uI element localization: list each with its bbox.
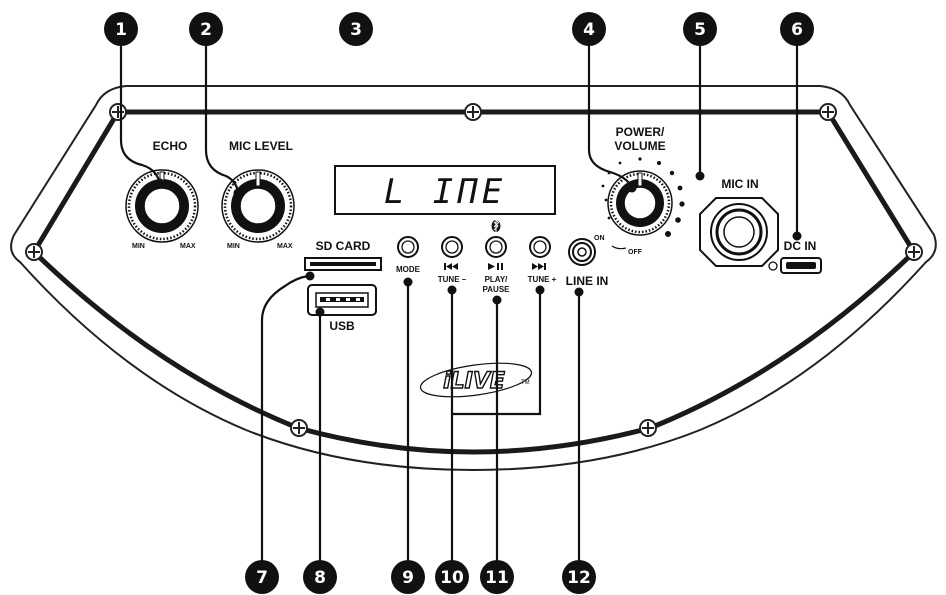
echo-min-label: MIN — [132, 243, 145, 250]
screw-icon — [109, 103, 127, 121]
callout-badge-5: 5 — [683, 12, 717, 46]
panel-outer-outline — [10, 85, 937, 472]
dc-in-label: DC IN — [784, 239, 817, 253]
prev-tune-minus-button[interactable] — [441, 236, 463, 258]
tune-plus-label: TUNE + — [528, 275, 557, 284]
off-arrow-icon — [611, 245, 627, 250]
power-volume-label-line1: POWER/ — [616, 125, 665, 139]
callout-badge-4: 4 — [572, 12, 606, 46]
callout-badge-2: 2 — [189, 12, 223, 46]
screws — [25, 103, 923, 437]
svg-text:2: 2 — [200, 20, 212, 40]
svg-text:9: 9 — [402, 568, 414, 588]
dc-in-port[interactable] — [780, 257, 822, 274]
bluetooth-icon — [491, 219, 501, 232]
leader-line-1 — [119, 45, 162, 186]
svg-text:12: 12 — [567, 568, 591, 588]
dc-led-indicator — [768, 261, 778, 271]
power-volume-label-line2: VOLUME — [614, 139, 665, 153]
screw-icon — [639, 419, 657, 437]
screw-icon — [464, 103, 482, 121]
callout-badge-12: 12 — [562, 560, 596, 594]
callout-badge-3: 3 — [339, 12, 373, 46]
leader-line-4 — [587, 45, 634, 191]
off-label: OFF — [628, 249, 643, 256]
svg-text:1: 1 — [115, 20, 127, 40]
callout-badge-7: 7 — [245, 560, 279, 594]
power-volume-knob[interactable] — [607, 170, 673, 236]
screw-icon — [290, 419, 308, 437]
play-pause-label-line1: PLAY/ — [485, 275, 509, 284]
on-label: ON — [594, 235, 605, 242]
lcd-display: L IΠE — [334, 165, 556, 215]
leader-line-2 — [204, 45, 240, 196]
mic-level-label: MIC LEVEL — [229, 139, 293, 153]
svg-text:4: 4 — [583, 20, 595, 40]
svg-text:8: 8 — [314, 568, 326, 588]
mic-level-knob[interactable] — [221, 169, 295, 243]
mic-level-min-label: MIN — [227, 243, 240, 250]
line-in-jack[interactable] — [568, 238, 596, 266]
svg-text:11: 11 — [485, 568, 509, 588]
play-pause-button[interactable] — [485, 236, 507, 258]
brand-logo: iLIVE TM — [419, 362, 533, 398]
leader-dots — [155, 171, 802, 317]
sd-card-label: SD CARD — [316, 239, 371, 253]
svg-text:7: 7 — [256, 568, 268, 588]
svg-text:3: 3 — [350, 20, 362, 40]
callout-badge-1: 1 — [104, 12, 138, 46]
sd-card-slot[interactable] — [304, 257, 382, 271]
leader-line-7 — [260, 274, 309, 568]
svg-text:5: 5 — [694, 20, 706, 40]
usb-label: USB — [329, 319, 355, 333]
line-in-label: LINE IN — [566, 274, 609, 288]
callout-badge-6: 6 — [780, 12, 814, 46]
echo-label: ECHO — [153, 139, 188, 153]
display-text: L IΠE — [384, 172, 506, 212]
screw-icon — [25, 243, 43, 261]
play-pause-icon — [488, 263, 503, 270]
callout-badge-11: 11 — [480, 560, 514, 594]
volume-scale-dots — [601, 157, 685, 237]
svg-text:6: 6 — [791, 20, 803, 40]
tune-minus-label: TUNE – — [438, 275, 467, 284]
callout-badges: 1 2 3 4 5 6 7 8 9 10 11 12 — [104, 12, 814, 594]
trademark-text: TM — [521, 380, 530, 386]
mode-label: MODE — [396, 265, 421, 274]
echo-knob[interactable] — [125, 169, 199, 243]
screw-icon — [905, 243, 923, 261]
mic-level-max-label: MAX — [277, 243, 293, 250]
echo-max-label: MAX — [180, 243, 196, 250]
callout-badge-9: 9 — [391, 560, 425, 594]
callout-badge-8: 8 — [303, 560, 337, 594]
panel-inner-bezel — [31, 109, 917, 455]
play-pause-label-line2: PAUSE — [483, 285, 511, 294]
skip-back-icon — [444, 263, 458, 270]
leader-line-10 — [450, 290, 542, 568]
svg-text:10: 10 — [440, 568, 464, 588]
mic-in-jack[interactable] — [699, 197, 779, 267]
mic-in-label: MIC IN — [721, 177, 758, 191]
usb-port[interactable] — [307, 284, 377, 316]
screw-icon — [819, 103, 837, 121]
callout-badge-10: 10 — [435, 560, 469, 594]
skip-forward-icon — [532, 263, 546, 270]
next-tune-plus-button[interactable] — [529, 236, 551, 258]
mode-button[interactable] — [397, 236, 419, 258]
leader-lines — [119, 45, 799, 568]
